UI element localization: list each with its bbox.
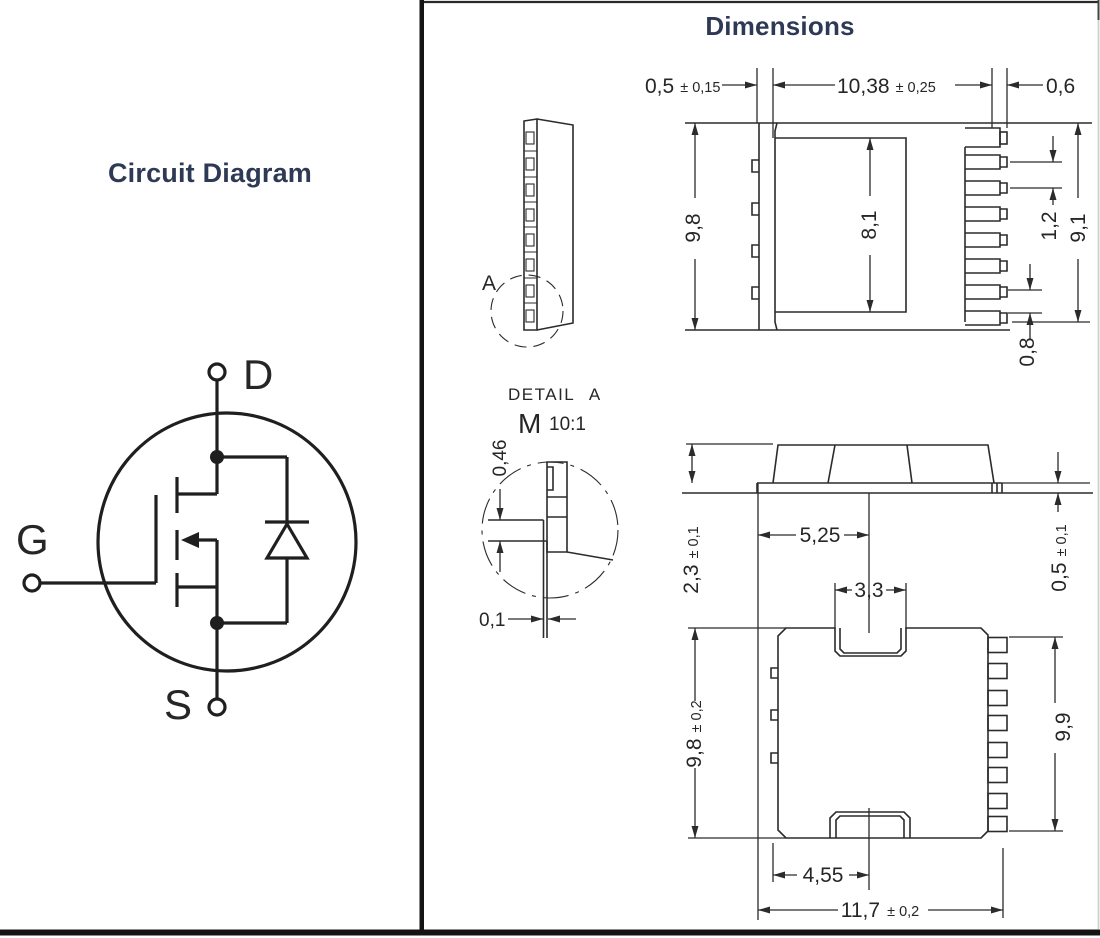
package-profile-view: 2,3± 0,1 5,25 0,5± 0,1 (680, 443, 1093, 920)
bottom-border (0, 929, 1100, 936)
dim-body-width: 10,38± 0,25 (837, 75, 936, 98)
source-terminal (207, 697, 227, 717)
bottom-view-dimensions: 3,3 9,8± 0,2 9,9 4,55 11,7± 0,2 (683, 579, 1075, 922)
dim-lead-offset: 0,8 (1016, 337, 1039, 366)
detail-callout-label: A (482, 272, 496, 295)
mosfet-circuit-diagram: D G S (16, 351, 358, 728)
detail-boundary-circle (481, 461, 619, 599)
source-label: S (164, 681, 192, 728)
dim-body-height: 2,3± 0,1 (680, 526, 703, 593)
top-view-dimensions: 0,5± 0,15 10,38± 0,25 0,6 9,8 8,1 9,1 1,… (645, 68, 1090, 367)
bottom-view-tab-inner (835, 815, 905, 838)
bottom-view-leads (987, 636, 1008, 833)
drain-label: D (243, 351, 273, 398)
side-view-body-face (536, 118, 574, 331)
dim-notch-width: 3,3 (854, 579, 883, 602)
side-view-leads (525, 131, 535, 323)
top-view-cavity (775, 137, 907, 313)
body-arrow-icon (181, 532, 199, 548)
detail-scale-prefix: M (518, 408, 541, 439)
package-side-view: A (482, 118, 574, 348)
profile-base-ends (756, 483, 1003, 493)
top-view-tab (965, 127, 1001, 148)
dim-tip-thickness: 0,1 (479, 610, 505, 631)
source-junction-dot (210, 616, 224, 630)
top-view-left-bumps (751, 159, 759, 300)
profile-mold-parting-lines (827, 444, 913, 484)
top-view-tab-tip (999, 131, 1008, 145)
dim-pin-tip-width: 0,6 (1046, 75, 1075, 98)
drain-terminal (207, 362, 227, 382)
dim-base-thickness: 0,5± 0,1 (1048, 524, 1071, 591)
top-view-inner-wall (774, 122, 778, 331)
dim-bottom-lead-span: 9,9 (1052, 712, 1075, 741)
bottom-view-tab-outer (829, 811, 911, 838)
circuit-diagram-title: Circuit Diagram (107, 158, 313, 188)
detail-a-view: DETAIL A M 10:1 0,46 0,1 (479, 385, 619, 638)
dim-lead-thickness: 0,46 (490, 440, 511, 477)
package-top-view (685, 122, 1092, 331)
top-view-leads (965, 154, 1008, 326)
dimensions-title: Dimensions (705, 11, 855, 41)
dim-slug-height: 8,1 (858, 210, 881, 239)
panel-divider (419, 0, 424, 932)
detail-lead-section (488, 461, 614, 638)
bottom-view-outline (777, 627, 989, 839)
side-view-lead-divisions (524, 150, 537, 304)
package-bottom-view (770, 627, 1008, 839)
dim-tab-offset: 4,55 (803, 864, 844, 887)
dim-bottom-body-height: 9,8± 0,2 (683, 700, 706, 767)
dim-total-width: 11,7± 0,2 (841, 899, 919, 922)
drain-junction-dot (210, 450, 224, 464)
dim-pin-width: 0,5± 0,15 (645, 75, 720, 98)
transistor-envelope-circle (96, 411, 358, 673)
dim-lead-span: 9,1 (1067, 213, 1090, 242)
detail-scale-ratio: 10:1 (549, 414, 586, 435)
profile-mold-body (772, 444, 995, 484)
gate-terminal (22, 573, 42, 593)
dim-package-height: 9,8 (682, 213, 705, 242)
gate-label: G (16, 516, 49, 563)
bottom-view-left-bumps (770, 667, 778, 764)
bottom-view-notch-inner (839, 628, 902, 654)
dim-slug-width: 5,25 (800, 524, 841, 547)
dim-lead-pitch: 1,2 (1038, 211, 1061, 240)
detail-a-title: DETAIL A (508, 385, 602, 404)
diode-triangle-icon (264, 520, 310, 560)
detail-callout-circle (490, 274, 564, 348)
